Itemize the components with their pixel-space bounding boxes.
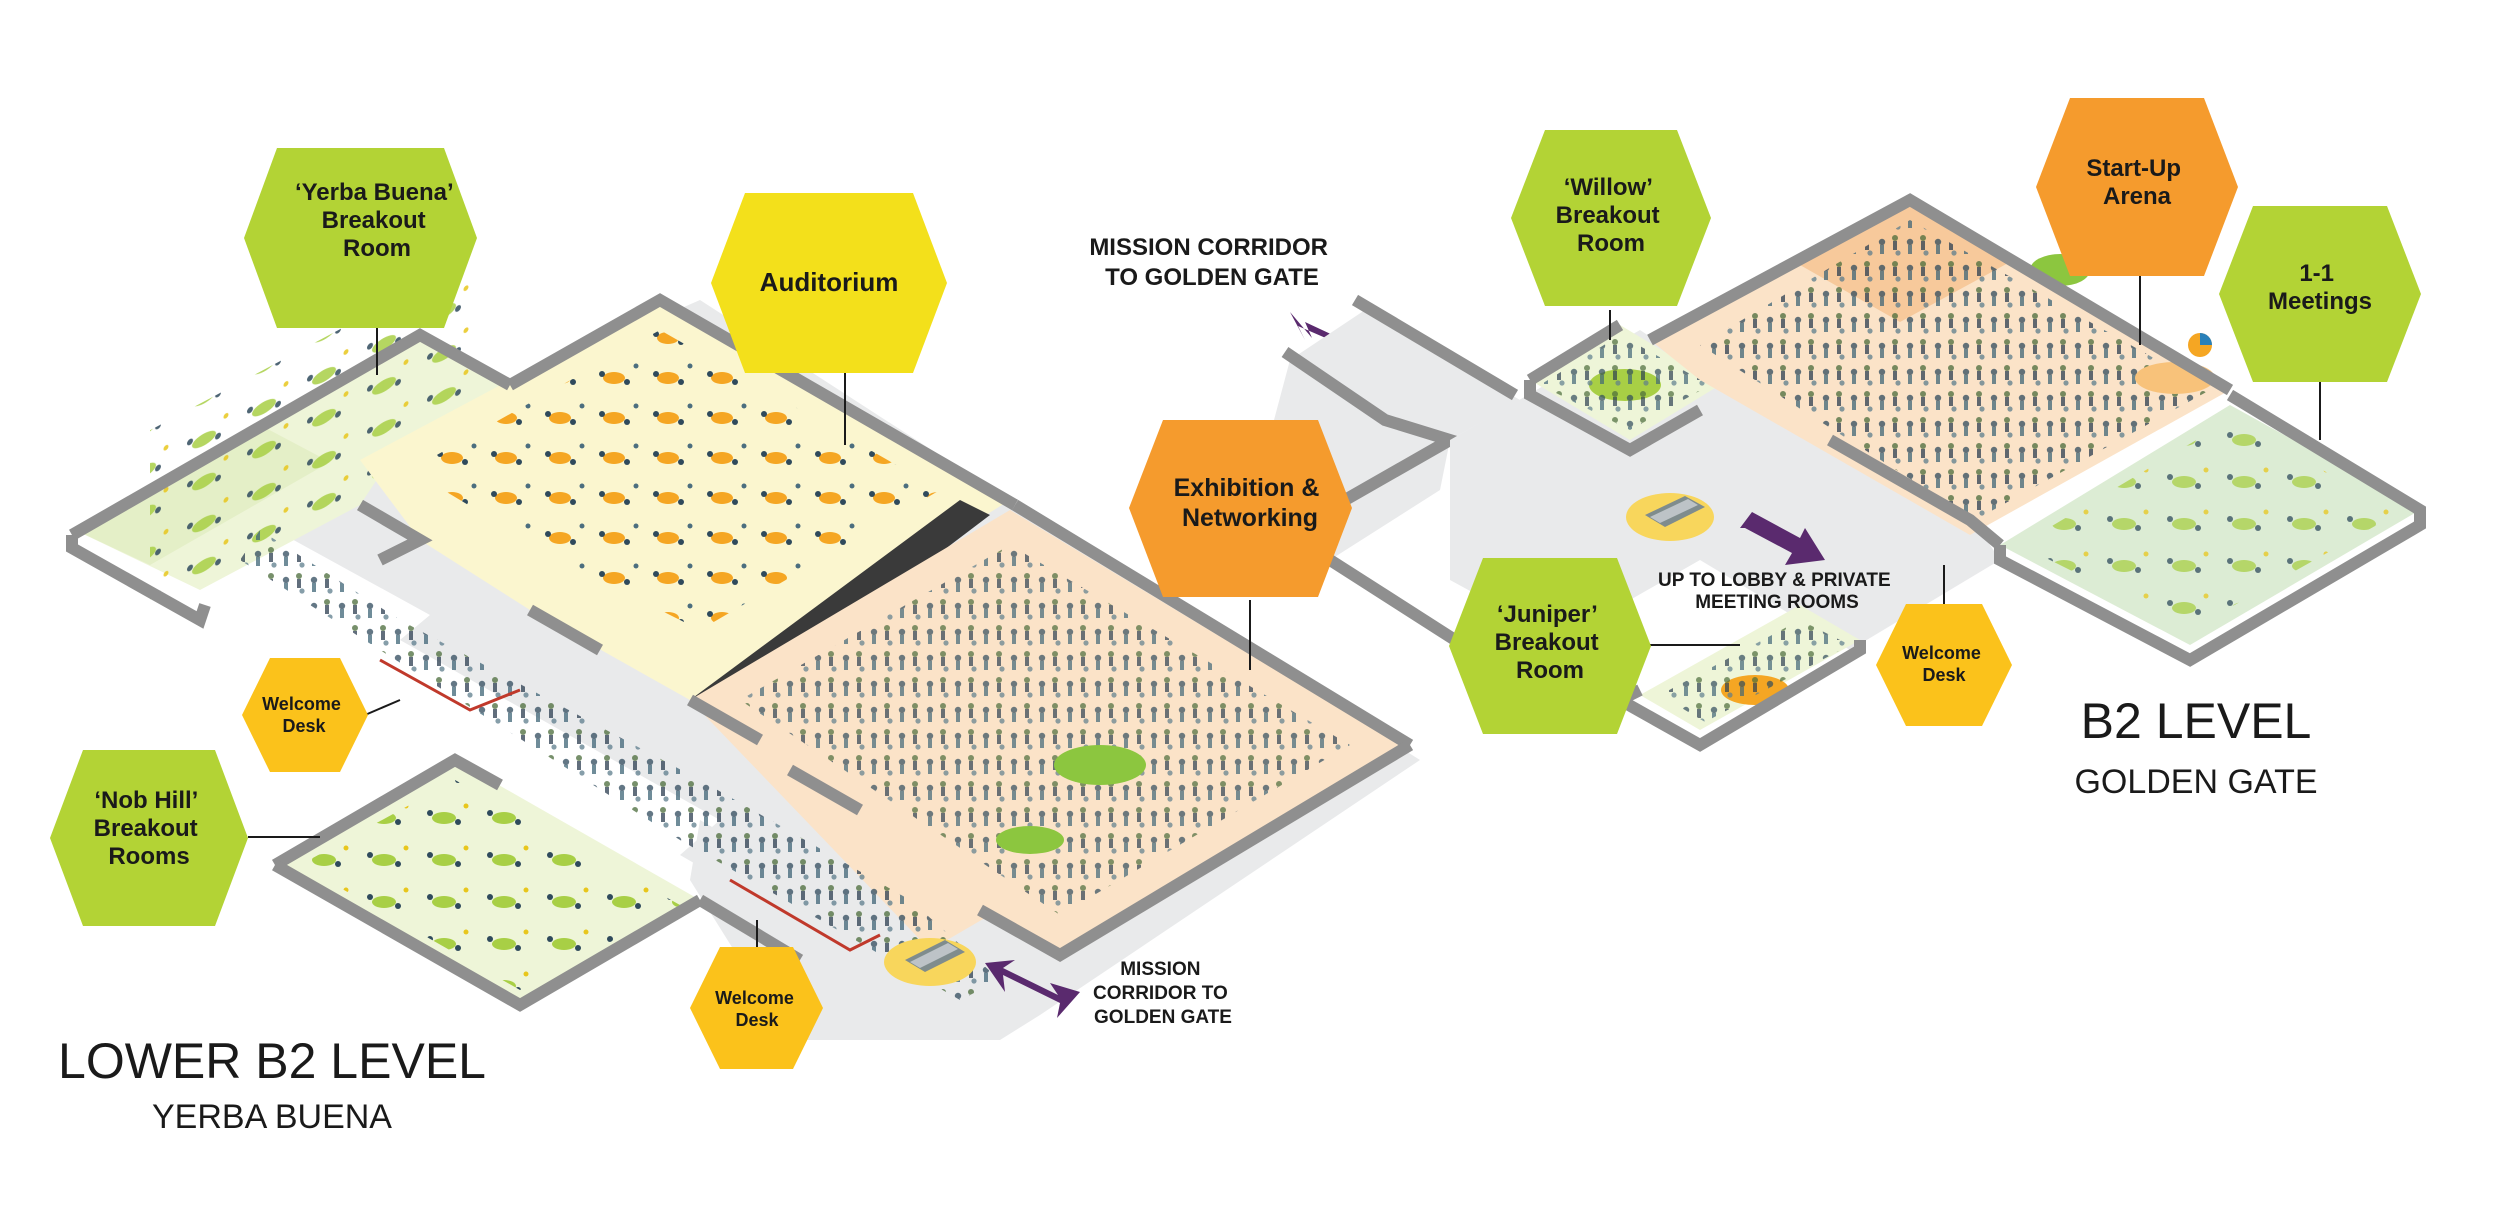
welcome-barrier-left: [379, 658, 521, 712]
zone-label-line: Networking: [1182, 504, 1318, 532]
zone-label-line: ‘Willow’: [1564, 174, 1652, 201]
svg-text:1-1 Meetings: 1-1 Meetings: [2268, 260, 2372, 315]
zone-label-welcome-bottom[interactable]: Welcome Desk: [690, 947, 823, 1069]
zone-label-welcome-right[interactable]: Welcome Desk: [1876, 604, 2012, 726]
hexagon-marker: [2036, 98, 2238, 276]
mission-corridor-top-label: MISSION CORRIDOR TO GOLDEN GATE: [1089, 234, 1334, 291]
annotation-line: TO GOLDEN GATE: [1105, 264, 1319, 291]
hexagon-marker: [1129, 420, 1352, 597]
svg-text:Start-Up Arena: Start-Up Arena: [2086, 155, 2187, 210]
zone-label-juniper[interactable]: ‘Juniper’ Breakout Room: [1449, 558, 1651, 734]
annotation-line: MEETING ROOMS: [1695, 592, 1859, 613]
exhibition-green-area-2: [996, 826, 1064, 854]
b2-level-subtitle: GOLDEN GATE: [2074, 763, 2317, 801]
annotation-line: UP TO LOBBY & PRIVATE: [1658, 570, 1891, 591]
svg-text:Welcome Desk: Welcome Desk: [262, 694, 346, 736]
zone-label-yerba-buena[interactable]: ‘Yerba Buena’ Breakout Room: [244, 148, 477, 328]
zone-label-line: ‘Nob Hill’: [94, 787, 197, 814]
lower-level-title: LOWER B2 LEVEL: [58, 1033, 486, 1089]
annotation-line: MISSION CORRIDOR: [1089, 234, 1328, 261]
corridor-crowd: [240, 530, 1000, 1000]
nob-hill-tables: [300, 780, 680, 990]
arrow-icon: [1740, 512, 1825, 565]
zone-label-line: Desk: [735, 1010, 779, 1030]
zone-label-line: 1-1: [2299, 260, 2334, 287]
zone-label-line: Desk: [282, 716, 326, 736]
zone-label-line: ‘Juniper’: [1497, 601, 1597, 628]
b2-level-walls: [1524, 193, 2426, 752]
willow-crowd: [1540, 335, 1710, 430]
escalator-icon: [884, 938, 976, 986]
svg-text:‘Juniper’ Breakout: ‘Juniper’ Breakout Room: [1495, 601, 1606, 684]
zone-label-line: Breakout: [94, 815, 198, 842]
zone-label-line: Desk: [1922, 665, 1966, 685]
hexagon-marker: [50, 750, 248, 926]
annotation-line: GOLDEN GATE: [1094, 1007, 1232, 1028]
zone-label-line: Auditorium: [760, 267, 899, 297]
zone-label-line: Breakout: [1495, 629, 1599, 656]
zone-label-line: Welcome: [262, 694, 341, 714]
b2-level-floorplan: [1450, 193, 2426, 752]
zone-label-exhibition[interactable]: Exhibition & Networking: [1129, 420, 1352, 597]
escalator-icon: [1626, 493, 1714, 541]
zone-label-line: Breakout: [1556, 202, 1660, 229]
zone-label-line: Room: [1516, 657, 1584, 684]
auditorium-seating: [410, 330, 940, 630]
zone-label-line: ‘Yerba Buena’: [295, 179, 453, 206]
annotation-line: CORRIDOR TO: [1093, 983, 1228, 1004]
zone-label-one-on-one[interactable]: 1-1 Meetings: [2219, 206, 2421, 382]
zone-label-line: Start-Up: [2086, 155, 2181, 182]
zone-label-line: Room: [1577, 230, 1645, 257]
zone-label-line: Room: [343, 235, 411, 262]
svg-text:‘Willow’ Breakout: ‘Willow’ Breakout Room: [1556, 174, 1667, 257]
zone-label-line: Arena: [2103, 183, 2172, 210]
pie-chart-icon: [2188, 333, 2212, 357]
zone-label-line: Welcome: [715, 988, 794, 1008]
zone-label-willow[interactable]: ‘Willow’ Breakout Room: [1511, 130, 1711, 306]
zone-label-line: Meetings: [2268, 288, 2372, 315]
double-arrow-icon: [985, 960, 1080, 1018]
hexagon-marker: [690, 947, 823, 1069]
hexagon-marker: [711, 193, 947, 373]
svg-text:‘Yerba Buena’ Breakout: ‘Yerba Buena’ Breakout Room: [295, 179, 459, 262]
svg-text:Exhibition & Networking: Exhibition & Networking: [1174, 474, 1327, 532]
svg-text:Welcome Desk: Welcome Desk: [1902, 643, 1986, 685]
svg-text:Welcome Desk: Welcome Desk: [715, 988, 799, 1030]
hexagon-marker: [244, 148, 477, 328]
leader-lines: [248, 275, 2321, 980]
hexagon-marker: [242, 658, 368, 772]
hexagon-marker: [1449, 558, 1651, 734]
lobby-label: UP TO LOBBY & PRIVATE MEETING ROOMS: [1658, 570, 1896, 613]
svg-text:‘Nob Hill’ Breakout: ‘Nob Hill’ Breakout Rooms: [94, 787, 205, 870]
one-on-one-tables: [2020, 420, 2400, 630]
hexagon-marker: [1876, 604, 2012, 726]
lower-level-subtitle: YERBA BUENA: [152, 1098, 392, 1136]
lower-level-floorplan: [66, 254, 1420, 1040]
juniper-crowd: [1660, 620, 1850, 722]
zone-label-line: Rooms: [108, 843, 189, 870]
hexagon-marker: [2219, 206, 2421, 382]
zone-label-nob-hill[interactable]: ‘Nob Hill’ Breakout Rooms: [50, 750, 248, 926]
b2-level-title: B2 LEVEL: [2081, 693, 2312, 749]
zone-label-line: Breakout: [322, 207, 426, 234]
zone-label-auditorium[interactable]: Auditorium: [711, 193, 947, 373]
mission-corridor-bottom-label: MISSION CORRIDOR TO GOLDEN GATE: [1093, 959, 1233, 1028]
lower-level-walls: [66, 293, 1414, 1012]
exhibition-crowd: [740, 545, 1350, 915]
exhibition-green-area: [1054, 745, 1146, 785]
hexagon-marker: [1511, 130, 1711, 306]
zone-label-startup[interactable]: Start-Up Arena: [2036, 98, 2238, 276]
welcome-barrier-bottom: [729, 878, 881, 952]
zone-label-line: Exhibition &: [1174, 474, 1320, 502]
zone-label-line: Welcome: [1902, 643, 1981, 663]
zone-label-welcome-left[interactable]: Welcome Desk: [242, 658, 368, 772]
annotation-line: MISSION: [1120, 959, 1200, 980]
startup-crowd: [1700, 220, 2210, 520]
